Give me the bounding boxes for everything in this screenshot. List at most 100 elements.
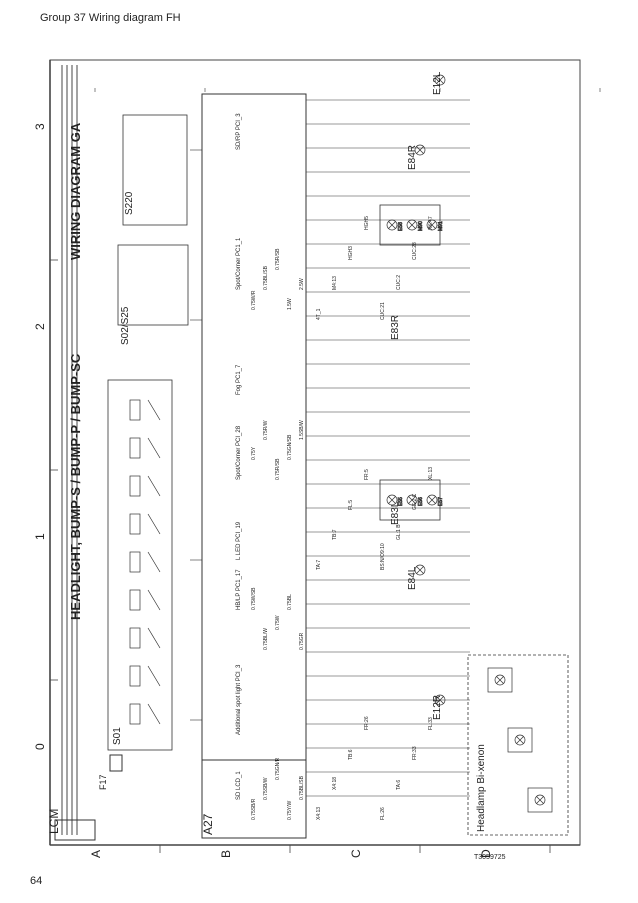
wire-label: 0.75GN/R: [275, 757, 281, 780]
connector-label: HGH5: [364, 216, 370, 230]
wire-runs: [94, 88, 601, 797]
wire-label: 0.75R/W: [263, 420, 269, 440]
e83l-label: E83L: [390, 501, 401, 525]
connector-label: TB:6: [348, 749, 354, 760]
frame-column-label: 1: [33, 533, 47, 540]
connector-label: FL:26: [380, 807, 386, 820]
e83r-lamp-group: E83R: [379, 204, 441, 340]
a27-output-group: L LED PCI_19: [236, 521, 242, 560]
lamp-label: E55: [398, 497, 404, 506]
a27-output-group: Additional spot light PCI_3: [236, 664, 242, 735]
lcm-label: LCM: [47, 809, 61, 834]
connector-label: CUC:21: [380, 302, 386, 320]
a27-label: A27: [201, 813, 215, 835]
connector-label: 4T_1: [316, 308, 322, 320]
connector-label: FR:33: [412, 746, 418, 760]
connector-label: GL:1 B: [396, 524, 402, 540]
lamp-label: E56: [418, 497, 424, 506]
connector-label: TB:7: [332, 529, 338, 540]
wire-label: 0.75Y/W: [287, 801, 293, 820]
e83r-label: E83R: [390, 315, 401, 340]
a27-output-group: SD LCD_1: [236, 771, 242, 800]
diagram-frame: [49, 59, 581, 846]
connector-label: X4:18: [332, 777, 338, 790]
power-bus-lines: [61, 65, 78, 835]
a27-output-group: Fog PC1_7: [236, 364, 242, 395]
wire-label: 1.5SB/W: [299, 420, 305, 440]
a27-output-group: Spot/Corner PC1_1: [236, 237, 242, 290]
connector-label: TA:7: [316, 560, 322, 570]
s220-switch: S220: [122, 114, 188, 226]
connector-label: M4:13: [332, 276, 338, 290]
page-number: 64: [30, 875, 43, 887]
frame-column-label: 3: [33, 123, 47, 130]
connector-label: FR:26: [364, 716, 370, 730]
wire-label: 0.75GR: [299, 632, 305, 650]
wiring-title: WIRING DIAGRAM GA: [68, 122, 83, 260]
a27-output-group: Spot/Corner PCI_28: [236, 425, 242, 480]
main-title: HEADLIGHT, BUMP-S / BUMP-P / BUMP-SC: [68, 353, 83, 620]
lamp-label: E57: [438, 497, 444, 506]
wire-label: 0.75BL/SB: [263, 265, 269, 290]
e83l-lamp-group: E83L: [379, 479, 441, 525]
connector-label: GE:2 C: [412, 493, 418, 510]
frame-row-label: B: [219, 850, 233, 858]
connector-label: XL:13: [428, 467, 434, 480]
s01-contacts: [129, 399, 161, 725]
wire-label: 0.75BL/SB: [299, 775, 305, 800]
connector-label: X4:13: [316, 807, 322, 820]
e12l-label: E12L: [432, 71, 443, 95]
wire-label: 0.75W/SB: [251, 587, 257, 610]
wire-label: 1.5W: [287, 298, 293, 310]
wire-label: 0.75R/SB: [275, 248, 281, 270]
wire-label: 0.75R/SB: [275, 458, 281, 480]
wire-label: 0.75BL: [287, 594, 293, 610]
frame-grid-ticks: [50, 59, 551, 853]
lcm-module: LCM: [47, 809, 96, 841]
connector-label: CUC:28: [412, 242, 418, 260]
diagram-reference: T3059725: [474, 854, 506, 861]
e12r-label: E12R: [432, 695, 443, 720]
wire-label: 0.75BL/W: [263, 628, 269, 650]
connector-label: XK:47: [428, 216, 434, 230]
frame-column-label: 0: [33, 743, 47, 750]
wire-label: 0.75W: [275, 615, 281, 630]
a27-output-group: SD/RP PCI_3: [236, 113, 242, 150]
wire-labels: 0.75SB/R 0.75SB/W 0.75GN/R 0.75Y/W 0.75BL/SB…: [251, 248, 305, 820]
connector-label: BS:N/O9:10: [380, 543, 386, 570]
wire-label: 0.75GN/SB: [287, 434, 293, 460]
wire-label: 0.75SB/R: [251, 798, 257, 820]
frame-column-label: 2: [33, 323, 47, 330]
frame-row-label: D: [479, 849, 493, 858]
lamp-label: M91: [438, 221, 444, 231]
connector-label: FR:5: [364, 469, 370, 480]
s220-label: S220: [124, 191, 135, 215]
inset-title: Headlamp Bi-xenon: [476, 744, 487, 832]
connector-label: CUC:2: [396, 275, 402, 290]
wire-label: 0.75Y: [251, 446, 257, 460]
lamp-label: E58: [398, 222, 404, 231]
e84l-label: E84L: [407, 566, 418, 590]
f17-label: F17: [98, 774, 108, 790]
wire-label: 2.5W: [299, 278, 305, 290]
inset-lamps: [487, 667, 553, 813]
frame-row-label: C: [349, 849, 363, 858]
e84r-label: E84R: [407, 145, 418, 170]
s02-s25-switch: S02/S25: [117, 244, 189, 345]
s02-s25-label: S02/S25: [120, 306, 131, 345]
a27-output-group: HB/LP PC1_17: [236, 569, 242, 610]
a27-output-groups: SD LCD_1 Additional spot light PCI_3 HB/LP…: [236, 113, 242, 800]
s01-switch: S01: [107, 379, 173, 751]
lamp-label: M90: [418, 221, 424, 231]
page-header: Group 37 Wiring diagram FH: [40, 12, 181, 24]
a27-module: A27: [201, 93, 307, 839]
connector-label: FL:5: [348, 500, 354, 510]
headlamp-bixenon-inset: [467, 654, 569, 836]
wire-label: 0.75W/R: [251, 290, 257, 310]
wire-label: 0.75SB/W: [263, 777, 269, 800]
connector-label: TA:6: [396, 780, 402, 790]
connector-labels: X4:13X4:18TB:6FR:26FL:26TA:6FR:33FL:33TA…: [316, 216, 434, 820]
f17-fuse: F17: [98, 754, 123, 790]
